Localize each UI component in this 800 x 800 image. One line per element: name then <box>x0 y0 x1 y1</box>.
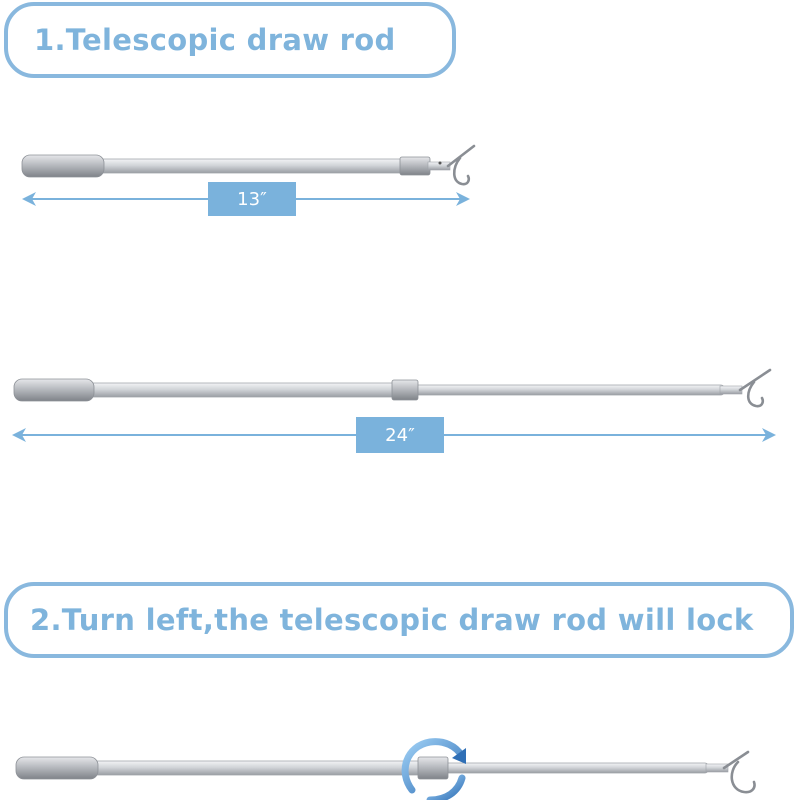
short-length-label: 13″ <box>208 182 296 216</box>
hook-icon <box>738 368 772 408</box>
rod-collar <box>399 156 431 176</box>
short-rod <box>21 144 476 186</box>
long-rod <box>13 368 772 408</box>
long-length-label: 24″ <box>356 417 444 453</box>
rod-handle <box>15 756 99 780</box>
step1-title-badge: 1.Telescopic draw rod <box>4 2 456 78</box>
rod-collar <box>417 756 449 780</box>
hook-icon <box>446 144 476 186</box>
step1-title: 1.Telescopic draw rod <box>34 23 396 57</box>
rod-handle <box>13 378 95 402</box>
rod-collar <box>391 379 419 401</box>
step2-title-badge: 2.Turn left,the telescopic draw rod will… <box>4 582 794 658</box>
locking-rod <box>15 750 756 794</box>
rod-handle <box>21 154 105 178</box>
step2-title: 2.Turn left,the telescopic draw rod will… <box>30 603 754 637</box>
hook-icon <box>722 750 756 794</box>
